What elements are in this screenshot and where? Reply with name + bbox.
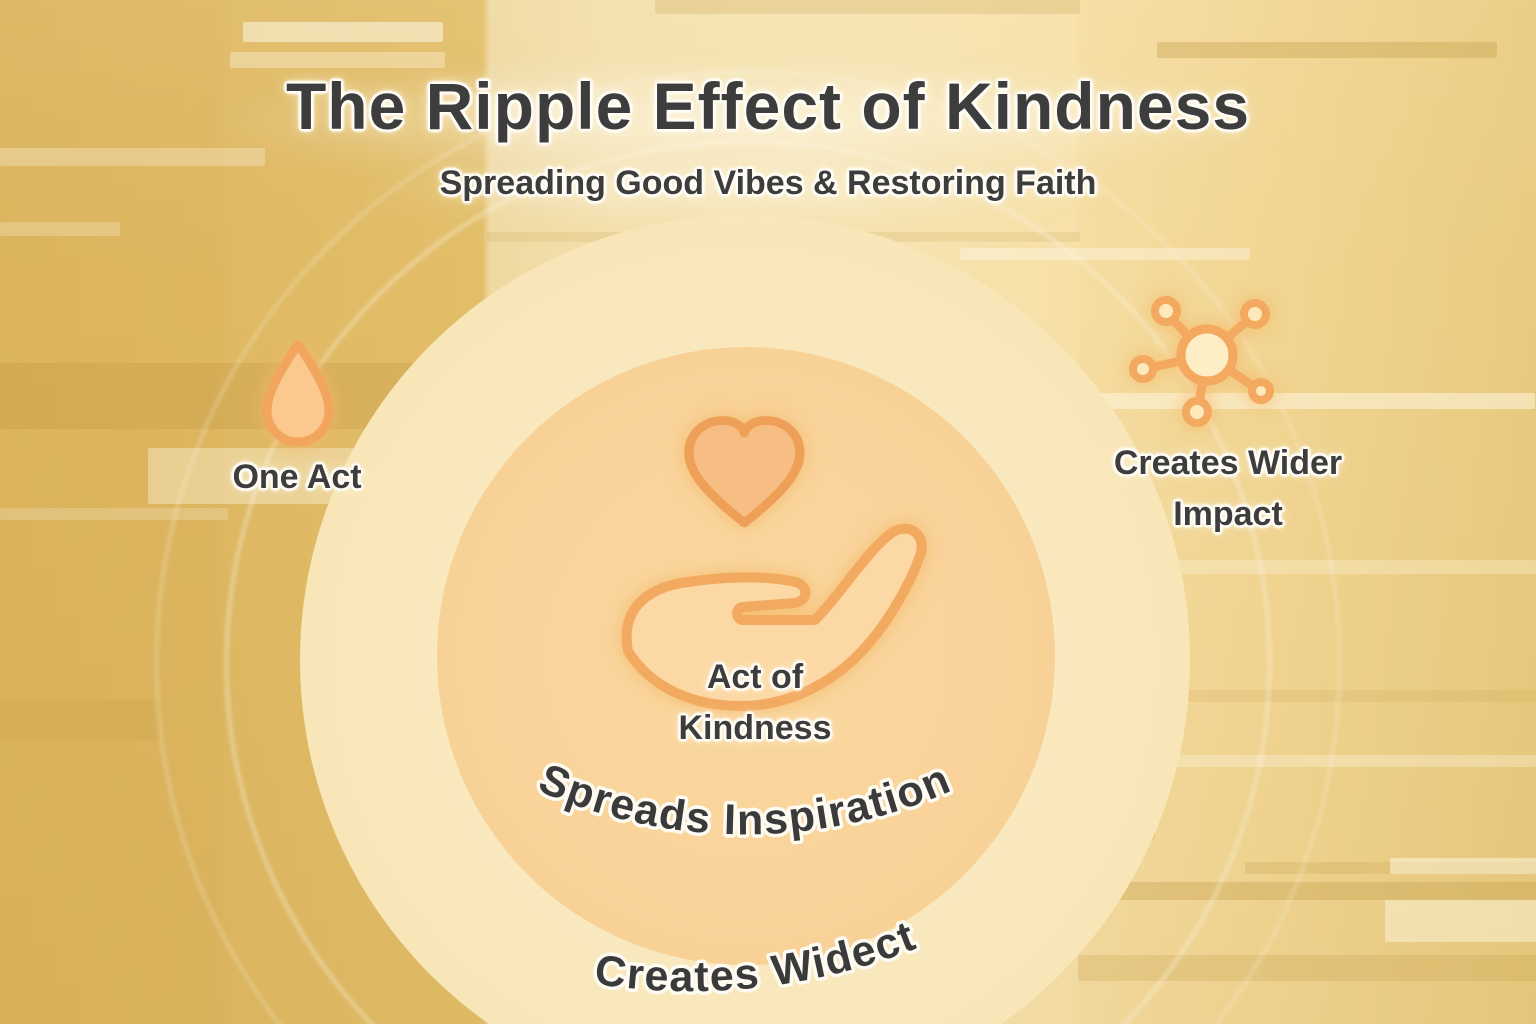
droplet-icon (262, 340, 334, 447)
act-of-kindness-label: Act of Kindness (585, 652, 925, 754)
background-streak (655, 0, 1080, 14)
background-streak (0, 148, 265, 166)
page-subtitle: Spreading Good Vibes & Restoring Faith (439, 164, 1097, 202)
background-streak (1385, 900, 1536, 942)
wider-impact-label-line2: Impact (1173, 495, 1283, 533)
background-streak (1157, 42, 1497, 58)
wider-impact-label-line1: Creates Wider (1113, 444, 1343, 482)
hand-heart-icon (621, 416, 927, 711)
title-glow (190, 58, 1290, 186)
background-streak (1390, 858, 1536, 874)
one-act-label: One Act (232, 458, 362, 496)
act-of-kindness-label-line1: Act of (706, 658, 804, 696)
network-icon (1129, 296, 1274, 427)
hand-shape (621, 523, 927, 711)
heart-shape (684, 416, 805, 528)
background-streak (230, 52, 445, 68)
background-streak (0, 508, 228, 520)
subtitle-glow (350, 156, 1110, 222)
background-streak (0, 222, 120, 236)
page-title: The Ripple Effect of Kindness (285, 69, 1251, 143)
wider-impact-label: Creates Wider Impact (1048, 438, 1408, 540)
background-streak (243, 22, 443, 42)
background-streak (0, 700, 160, 740)
act-of-kindness-label-line2: Kindness (678, 709, 832, 747)
